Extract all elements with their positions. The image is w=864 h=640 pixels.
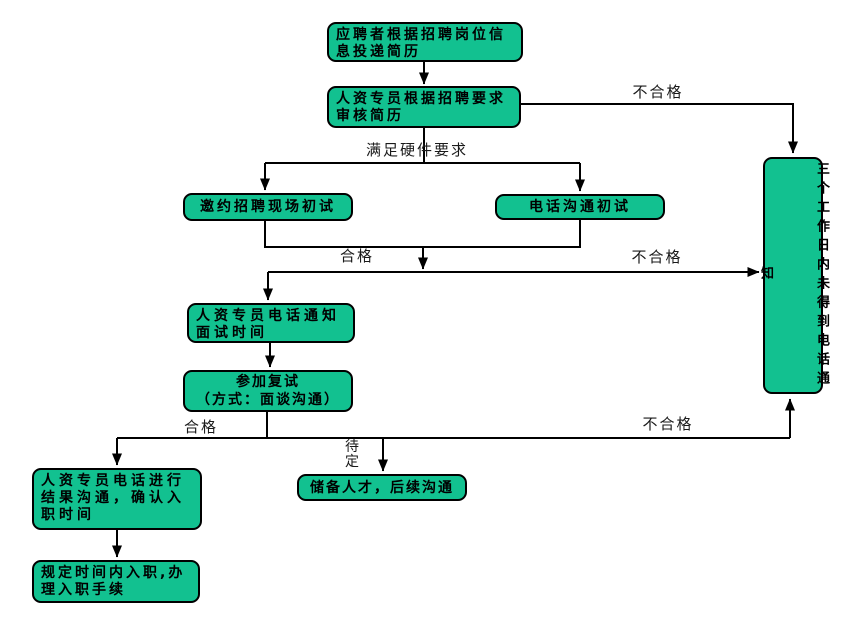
- node-second-interview: 参加复试 （方式：面谈沟通）: [183, 370, 353, 412]
- node-talent-pool: 储备人才，后续沟通: [297, 474, 467, 501]
- node-apply-resume: 应聘者根据招聘岗位信息投递简历: [327, 22, 523, 62]
- node-notify-interview-time: 人资专员电话通知面试时间: [187, 303, 355, 343]
- edge-label-qualified-bottom: 合格: [183, 418, 218, 436]
- node-no-phone-notice: 三个工作日内未得到电话通知: [758, 157, 829, 394]
- node-onboarding: 规定时间内入职,办理入职手续: [32, 560, 200, 603]
- edge-label-meet-hardware-requirements: 满足硬件要求: [365, 141, 468, 159]
- node-phone-first-interview: 电话沟通初试: [495, 194, 665, 220]
- edge-label-qualified-mid: 合格: [339, 247, 374, 265]
- edge-label-pending: 待定: [345, 439, 359, 470]
- node-review-resume: 人资专员根据招聘要求审核简历: [327, 86, 521, 128]
- edge-label-unqualified-mid: 不合格: [631, 248, 683, 266]
- edge-label-unqualified-top: 不合格: [632, 83, 684, 101]
- edge-label-unqualified-bottom: 不合格: [642, 415, 694, 433]
- node-result-communication: 人资专员电话进行结果沟通，确认入职时间: [32, 468, 202, 530]
- node-onsite-first-interview: 邀约招聘现场初试: [183, 193, 353, 221]
